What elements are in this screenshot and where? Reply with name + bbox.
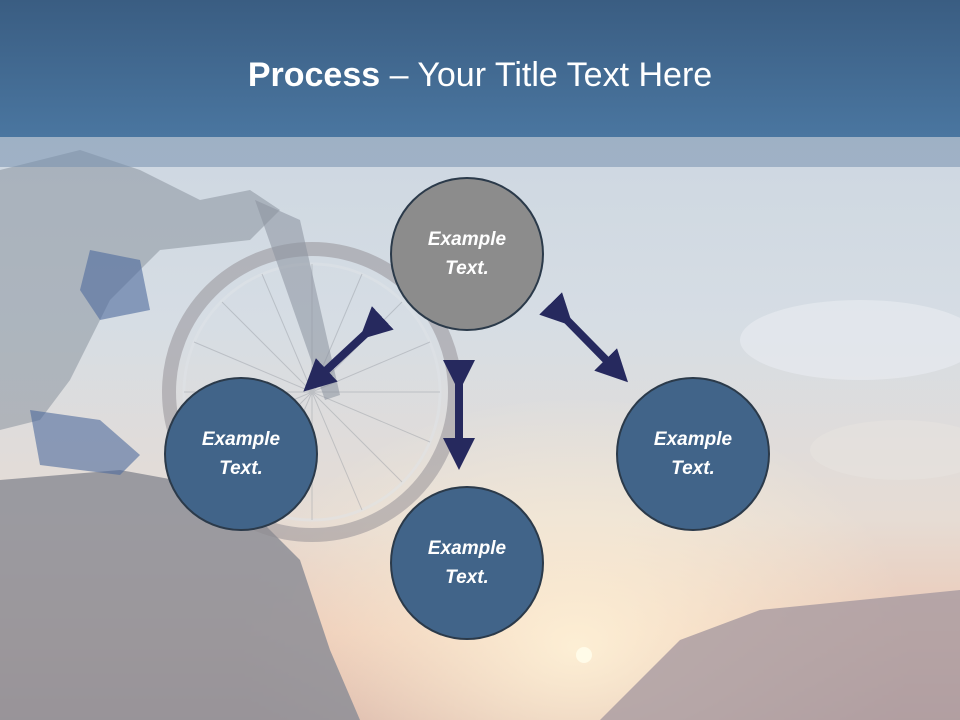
- title-bar-underband: [0, 137, 960, 167]
- process-node-right: Example Text.: [616, 377, 770, 531]
- process-node-right-label: Example Text.: [653, 429, 733, 479]
- process-node-top: Example Text.: [390, 177, 544, 331]
- title-bar: [0, 0, 960, 137]
- double-arrow-top-right: [539, 292, 629, 383]
- process-node-left-label: Example Text.: [201, 429, 281, 479]
- slide-title-rest: – Your Title Text Here: [380, 56, 713, 94]
- slide-title-bold: Process: [247, 56, 381, 94]
- double-arrow-top-left: [303, 306, 394, 392]
- process-node-bottom-label: Example Text.: [427, 538, 507, 588]
- process-node-top-label: Example Text.: [427, 229, 507, 279]
- process-node-left: Example Text.: [164, 377, 318, 531]
- slide-title: Process – Your Title Text Here: [0, 52, 960, 98]
- process-node-bottom: Example Text.: [390, 486, 544, 640]
